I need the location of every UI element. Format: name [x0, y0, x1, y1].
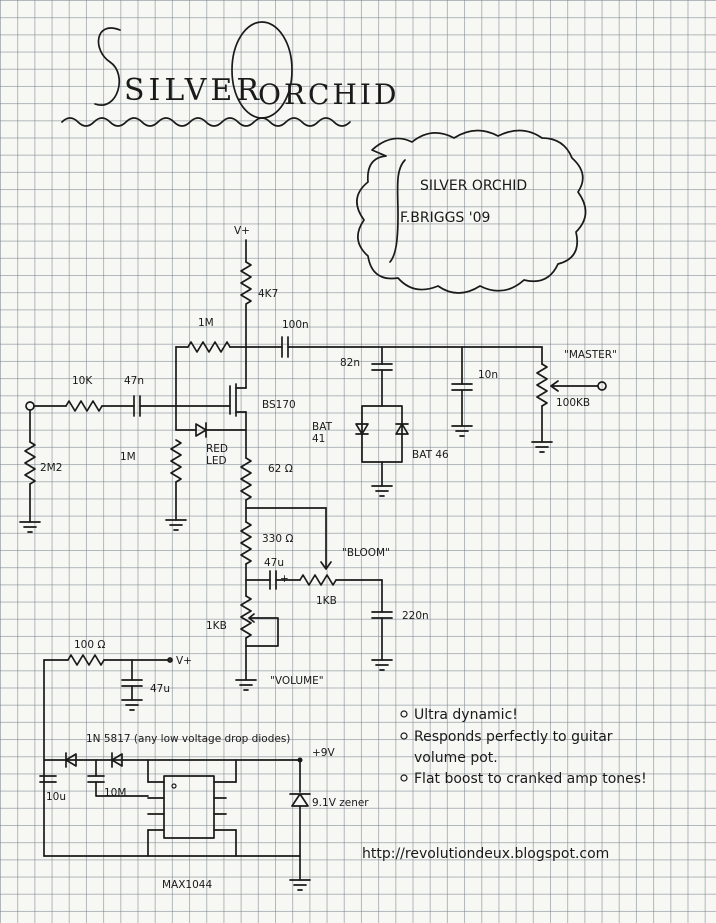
label-plus-47u: +: [280, 573, 289, 585]
label-c-coupling-out: 100n: [282, 319, 309, 331]
label-r-drain: 4K7: [258, 288, 278, 300]
title-word-silver: SILVER: [124, 73, 263, 108]
signature-flourish: [389, 159, 406, 263]
resistor-100-ohm: [67, 654, 105, 666]
label-bloom-name: "BLOOM": [342, 547, 390, 559]
bullet-3: [400, 774, 408, 782]
potentiometer-bloom: [299, 574, 337, 586]
title-letter-s: [94, 27, 121, 106]
label-supply-vplus: V+: [176, 655, 192, 667]
title-word-orchid: ORCHID: [258, 78, 399, 111]
ground-diodes: [371, 485, 393, 497]
bloom-wiper-arrow: [320, 561, 332, 570]
diode-bat41: [355, 423, 369, 435]
chip-pins: [147, 781, 237, 831]
label-supply-9v: +9V: [312, 747, 335, 759]
label-c-220n: 220n: [402, 610, 429, 622]
note-1: Ultra dynamic!: [414, 707, 518, 723]
label-chip: MAX1044: [162, 879, 212, 891]
diode-1n5817-b: [111, 752, 123, 768]
label-r-gate-bias: 1M: [198, 317, 214, 329]
resistor-62-ohm: [240, 457, 252, 501]
label-c-tone1: 82n: [340, 357, 360, 369]
ground-10n: [451, 425, 473, 437]
ground-volume: [235, 679, 257, 691]
label-c-10u-a: 10u: [46, 791, 66, 803]
resistor-330-ohm: [240, 521, 252, 565]
label-c-input: 47n: [124, 375, 144, 387]
label-diode2: BAT 46: [412, 449, 449, 461]
bullet-1: [400, 710, 408, 718]
led-red: [195, 422, 207, 438]
resistor-2m2: [24, 441, 36, 485]
title-wavy-underline: [61, 117, 351, 127]
label-c-supply: 47u: [150, 683, 170, 695]
label-master-name: "MASTER": [564, 349, 617, 361]
badge-line-2: F.BRIGGS '09: [400, 210, 490, 226]
potentiometer-volume: [240, 595, 252, 639]
label-supply-top: V+: [234, 225, 250, 237]
signature-badge: SILVER ORCHID F.BRIGGS '09: [356, 129, 587, 294]
label-mosfet: BS170: [262, 399, 296, 411]
ground-zener: [289, 879, 311, 891]
diode-bat46: [395, 423, 409, 435]
ground-220n: [371, 659, 393, 671]
ground-master: [531, 441, 553, 453]
label-c-tone2: 10n: [478, 369, 498, 381]
potentiometer-master: [536, 363, 548, 407]
note-2: Responds perfectly to guitar: [414, 729, 613, 745]
chip-pin1-marker: [171, 783, 177, 789]
ground-gate: [165, 519, 187, 531]
blog-url: http://revolutiondeux.blogspot.com: [362, 846, 609, 862]
diode-1n5817-a: [65, 752, 77, 768]
ground-supply: [121, 699, 143, 711]
title-block: SILVER ORCHID: [61, 21, 399, 127]
badge-line-1: SILVER ORCHID: [420, 178, 527, 194]
label-r-330: 330 Ω: [262, 533, 293, 545]
resistor-1m-gate-ground: [170, 439, 182, 483]
label-diodes-note: 1N 5817 (any low voltage drop diodes): [86, 733, 290, 745]
note-2-cont: volume pot.: [414, 750, 498, 766]
resistor-4k7: [240, 261, 252, 305]
chip-max1044: [163, 775, 215, 839]
bullet-2: [400, 732, 408, 740]
label-r-supply: 100 Ω: [74, 639, 105, 651]
input-jack: [25, 401, 35, 411]
master-wiper-arrow: [550, 380, 599, 392]
label-master-value: 100KB: [556, 397, 590, 409]
wire-10u-b-to-chip: [95, 781, 149, 797]
diode-zener: [289, 793, 311, 807]
vplus-node: [167, 657, 173, 663]
resistor-10k: [65, 400, 103, 412]
wire-chip-connections: [147, 759, 237, 857]
feature-notes: Ultra dynamic! Responds perfectly to gui…: [400, 707, 647, 787]
label-r-gate-ground: 1M: [120, 451, 136, 463]
label-r-pulldown: 2M2: [40, 462, 62, 474]
wire-volume-wiper: [245, 617, 279, 647]
ground-input: [19, 521, 41, 533]
label-c-10u-b: 10M: [104, 787, 126, 799]
label-r-input: 10K: [72, 375, 93, 387]
label-zener: 9.1V zener: [312, 797, 369, 809]
note-3: Flat boost to cranked amp tones!: [414, 771, 647, 787]
output-jack: [597, 381, 607, 391]
badge-cloud-outline: [356, 129, 587, 294]
volume-wiper-arrow: [248, 613, 259, 623]
mosfet-bs170: [229, 346, 247, 417]
label-pot-1kb: 1KB: [206, 620, 227, 632]
label-bloom-value: 1KB: [316, 595, 337, 607]
label-volume-name: "VOLUME": [270, 675, 324, 687]
label-c-47u: 47u: [264, 557, 284, 569]
resistor-1m-gate-bias: [187, 341, 231, 353]
label-r-source: 62 Ω: [268, 463, 293, 475]
